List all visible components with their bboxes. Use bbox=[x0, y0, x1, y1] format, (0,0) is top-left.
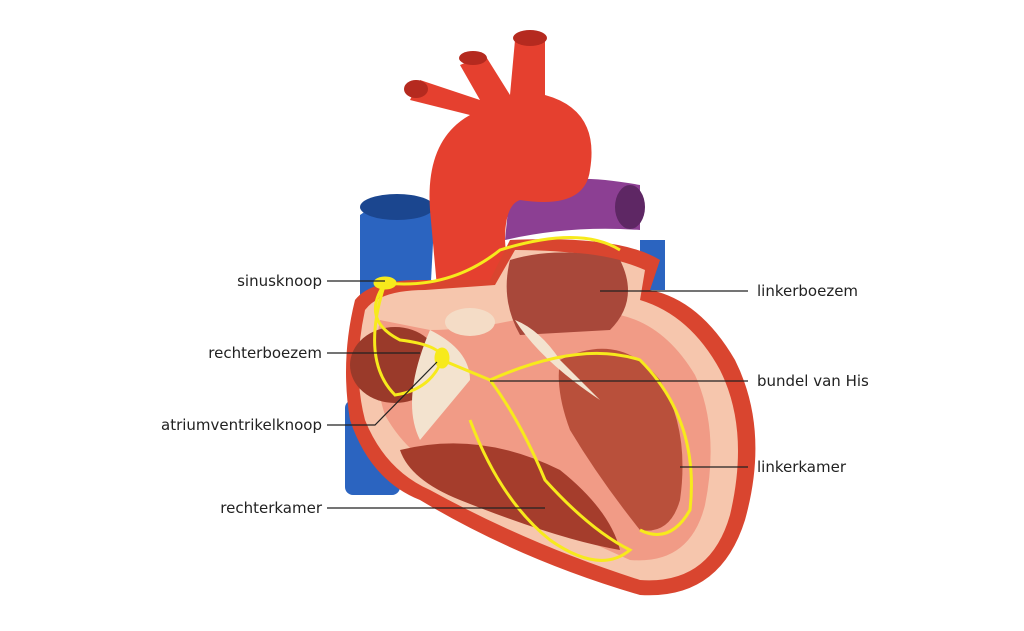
left-ventricle-chamber bbox=[558, 348, 683, 531]
leader-lines bbox=[327, 280, 748, 509]
left-atrium-chamber bbox=[506, 252, 628, 335]
label-sinusknoop: sinusknoop bbox=[237, 272, 322, 290]
label-rechterkamer: rechterkamer bbox=[220, 499, 322, 517]
label-bundel-van-his: bundel van His bbox=[757, 372, 869, 390]
label-linkerboezem: linkerboezem bbox=[757, 282, 859, 300]
heart-body bbox=[346, 239, 756, 596]
conduction-system bbox=[373, 236, 693, 562]
label-rechterboezem: rechterboezem bbox=[208, 344, 322, 362]
leader-atriumventrikelknoop bbox=[327, 361, 438, 426]
label-atriumventrikelknoop: atriumventrikelknoop bbox=[161, 416, 322, 434]
aorta bbox=[404, 30, 592, 320]
label-linkerkamer: linkerkamer bbox=[757, 458, 847, 476]
